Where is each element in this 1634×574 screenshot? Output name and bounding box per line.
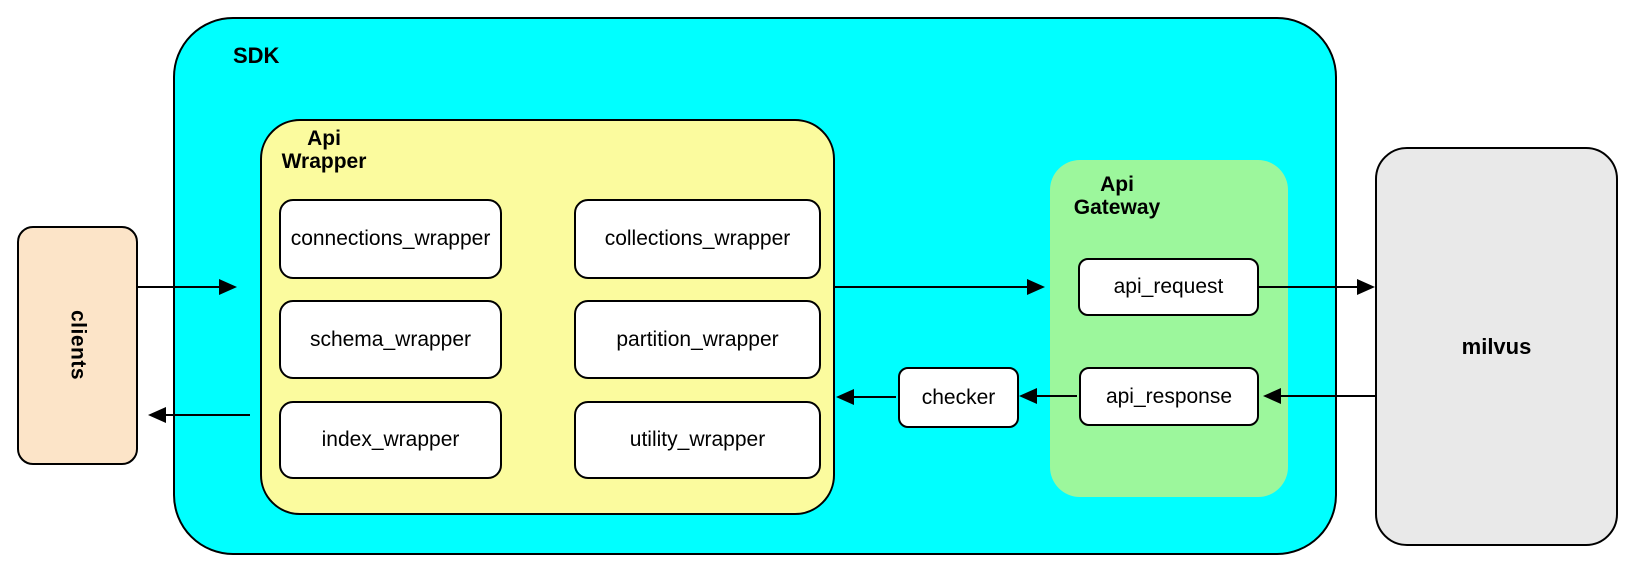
index-wrapper-box: index_wrapper <box>279 401 502 479</box>
partition-wrapper-box: partition_wrapper <box>574 300 821 379</box>
arrow-line <box>160 414 250 416</box>
arrow-line <box>138 286 225 288</box>
collections-wrapper-box: collections_wrapper <box>574 199 821 279</box>
sdk-container: SDK Api Wrapper connections_wrapper coll… <box>173 17 1337 555</box>
clients-label: clients <box>66 310 90 381</box>
arrow-response-to-checker <box>1019 388 1077 404</box>
arrow-wrapper-to-gateway <box>833 279 1045 295</box>
schema-wrapper-box: schema_wrapper <box>279 300 502 379</box>
api-wrapper-label: Api Wrapper <box>281 127 367 174</box>
sdk-label: SDK <box>233 43 280 68</box>
milvus-label: milvus <box>1461 333 1532 359</box>
api-wrapper-container: Api Wrapper connections_wrapper collecti… <box>260 119 835 515</box>
arrow-request-to-milvus <box>1257 279 1375 295</box>
arrow-clients-to-sdk <box>138 279 237 295</box>
arrowhead-right-icon <box>1357 279 1375 295</box>
arrowhead-right-icon <box>219 279 237 295</box>
arrow-checker-to-wrapper <box>836 389 896 405</box>
arrowhead-left-icon <box>148 407 166 423</box>
connections-wrapper-box: connections_wrapper <box>279 199 502 279</box>
api-gateway-container: Api Gateway api_request api_response <box>1050 160 1288 497</box>
arrowhead-left-icon <box>1019 388 1037 404</box>
arrowhead-left-icon <box>1263 388 1281 404</box>
utility-wrapper-box: utility_wrapper <box>574 401 821 479</box>
clients-box: clients <box>17 226 138 465</box>
arrow-line <box>1031 395 1077 397</box>
milvus-box: milvus <box>1375 147 1618 546</box>
arrow-sdk-to-clients <box>148 407 250 423</box>
arrow-line <box>1257 286 1363 288</box>
api-response-box: api_response <box>1079 367 1259 426</box>
checker-box: checker <box>898 367 1019 428</box>
arrow-line <box>1275 395 1375 397</box>
arrow-milvus-to-response <box>1263 388 1375 404</box>
api-gateway-label: Api Gateway <box>1073 173 1161 220</box>
api-request-box: api_request <box>1078 258 1259 316</box>
arrow-line <box>833 286 1033 288</box>
arrow-line <box>848 396 896 398</box>
arrowhead-left-icon <box>836 389 854 405</box>
arrowhead-right-icon <box>1027 279 1045 295</box>
